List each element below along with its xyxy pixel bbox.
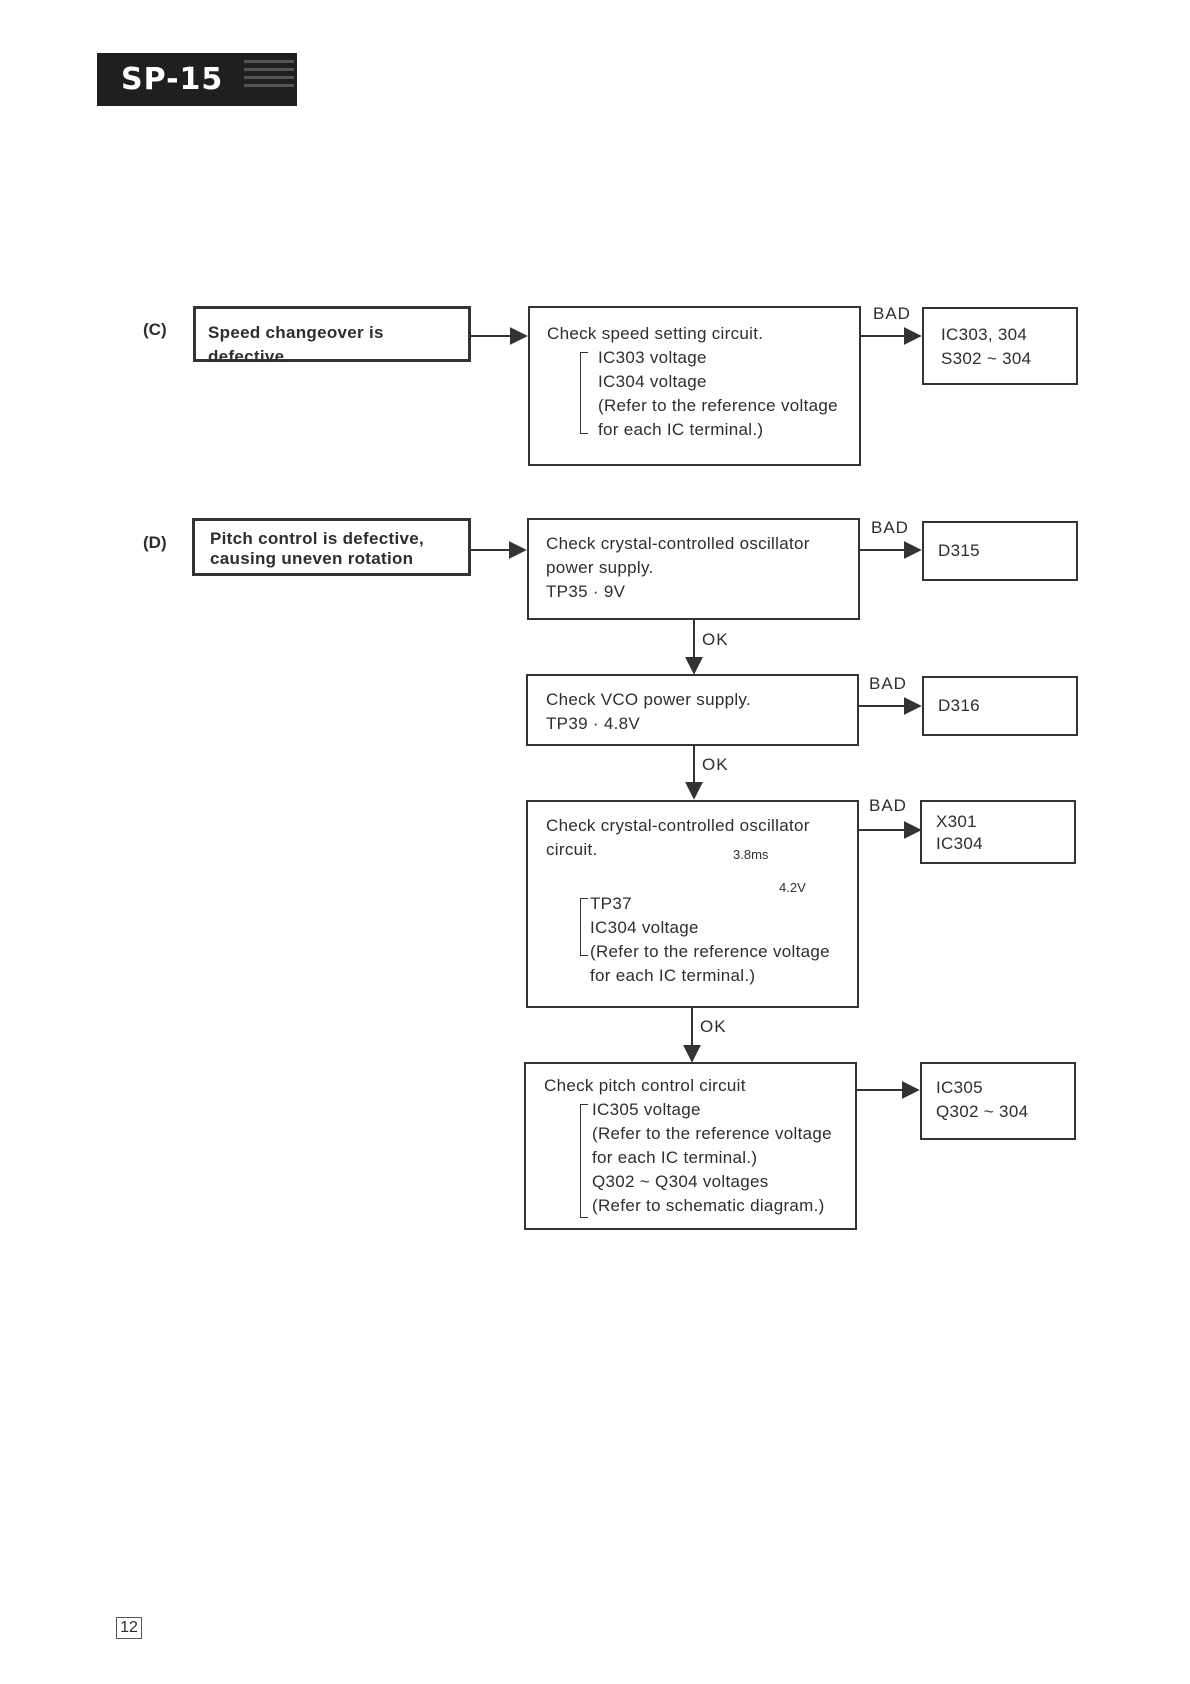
check-item: IC304 voltage: [598, 372, 707, 391]
step3-ok-tag: OK: [700, 1017, 727, 1036]
check-item: Q302 ~ Q304 voltages: [592, 1172, 769, 1191]
result-line: Q302 ~ 304: [936, 1102, 1029, 1121]
page-number: 12: [116, 1617, 142, 1639]
section-c-problem-box: Speed changeover is defective.: [193, 306, 471, 366]
step1-bad-tag: BAD: [871, 518, 909, 537]
step2-ok-tag: OK: [702, 755, 729, 774]
check-item: (Refer to the reference voltage: [592, 1124, 832, 1143]
step3-check-items: TP37 IC304 voltage (Refer to the referen…: [590, 892, 830, 988]
step4-result-box: IC305 Q302 ~ 304: [920, 1062, 1076, 1140]
section-c-bad-tag: BAD: [873, 304, 911, 323]
step2-result-box: D316: [922, 676, 1078, 736]
result-line: IC305: [936, 1078, 983, 1097]
step-line: power supply.: [546, 558, 654, 577]
section-c-check-items: IC303 voltage IC304 voltage (Refer to th…: [598, 346, 838, 442]
check-item: (Refer to the reference voltage: [598, 396, 838, 415]
step4-bracket: [580, 1104, 588, 1218]
step1-check-box: Check crystal-controlled oscillator powe…: [527, 518, 860, 620]
step1-ok-tag: OK: [702, 630, 729, 649]
check-item: TP37: [590, 894, 632, 913]
step3-bad-tag: BAD: [869, 796, 907, 815]
step4-check-items: IC305 voltage (Refer to the reference vo…: [592, 1098, 832, 1218]
section-c-check-box: Check speed setting circuit. IC303 volta…: [528, 306, 861, 466]
check-item: IC304 voltage: [590, 918, 699, 937]
section-c-label: (C): [143, 320, 167, 339]
result-line: X301: [936, 812, 977, 831]
problem-line: Pitch control is defective,: [210, 529, 425, 548]
step3-check-box: Check crystal-controlled oscillator circ…: [526, 800, 859, 1008]
step1-result-box: D315: [922, 521, 1078, 581]
check-item: IC305 voltage: [592, 1100, 701, 1119]
step4-title: Check pitch control circuit: [544, 1076, 746, 1095]
result-line: S302 ~ 304: [941, 349, 1032, 368]
check-item: for each IC terminal.): [590, 966, 756, 985]
check-item: IC303 voltage: [598, 348, 707, 367]
check-item: (Refer to schematic diagram.): [592, 1196, 825, 1215]
step-line: Check crystal-controlled oscillator: [546, 816, 810, 835]
result-line: D315: [938, 541, 980, 560]
result-line: IC304: [936, 834, 983, 853]
step2-check-box: Check VCO power supply. TP39 · 4.8V: [526, 674, 859, 746]
step-line: Check VCO power supply.: [546, 690, 751, 709]
section-c-bracket: [580, 352, 588, 434]
step4-check-box: Check pitch control circuit IC305 voltag…: [524, 1062, 857, 1230]
step3-bracket: [580, 898, 588, 956]
step3-result-box: X301 IC304: [920, 800, 1076, 864]
step-line: TP39 · 4.8V: [546, 714, 641, 733]
problem-line: causing uneven rotation: [210, 549, 414, 568]
result-line: IC303, 304: [941, 325, 1028, 344]
step-line: Check crystal-controlled oscillator: [546, 534, 810, 553]
waveform-period-label: 3.8ms: [733, 847, 769, 862]
check-item: for each IC terminal.): [592, 1148, 758, 1167]
logo-decoration: [244, 60, 294, 100]
section-d-label: (D): [143, 533, 167, 552]
check-item: for each IC terminal.): [598, 420, 764, 439]
step-line: TP35 · 9V: [546, 582, 626, 601]
step2-bad-tag: BAD: [869, 674, 907, 693]
result-line: D316: [938, 696, 980, 715]
check-item: (Refer to the reference voltage: [590, 942, 830, 961]
section-c-result-box: IC303, 304 S302 ~ 304: [922, 307, 1078, 385]
section-c-problem-text: Speed changeover is defective.: [208, 323, 384, 366]
section-d-problem-box: Pitch control is defective, causing unev…: [192, 518, 471, 576]
model-name: SP-15: [121, 62, 224, 97]
waveform-amplitude-label: 4.2V: [779, 880, 806, 895]
step-line: circuit.: [546, 840, 598, 859]
section-c-check-title: Check speed setting circuit.: [547, 324, 764, 343]
